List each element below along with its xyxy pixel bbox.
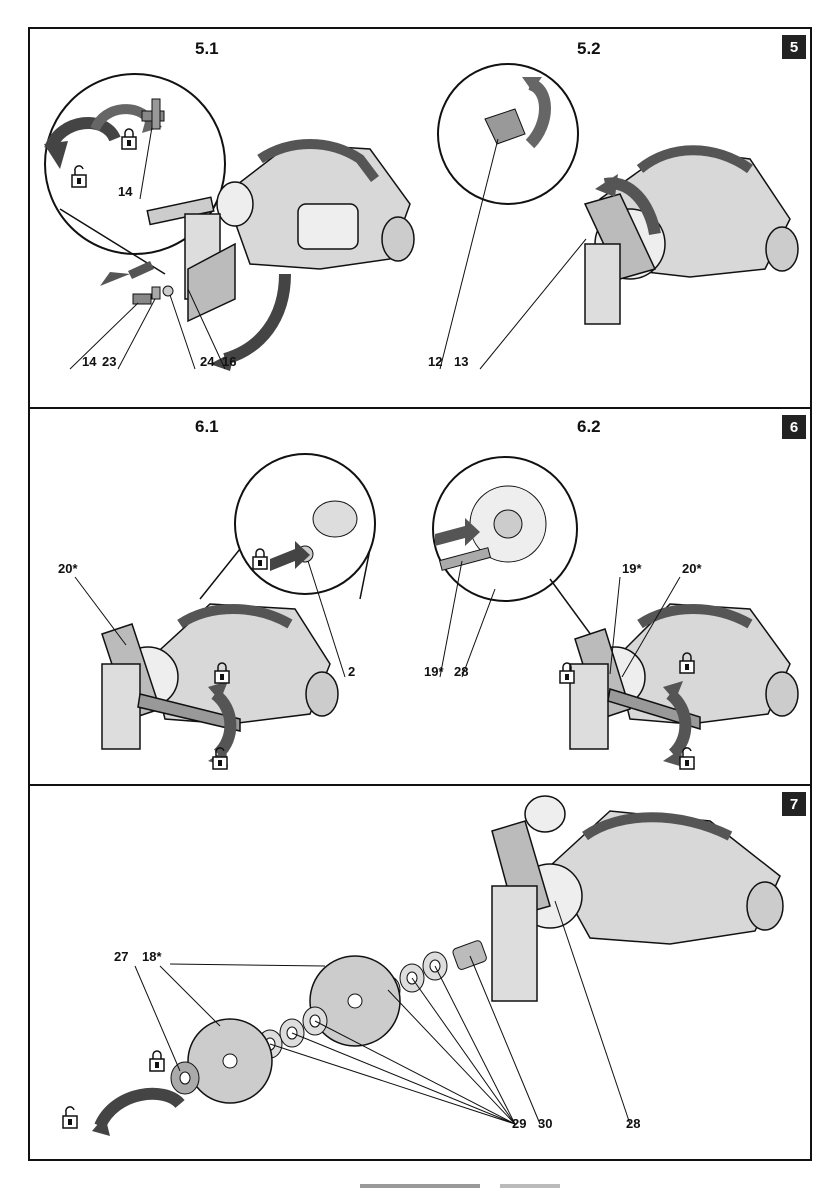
section-5: 5 5.1 5.2	[30, 29, 810, 409]
callout-label: 28	[626, 1116, 640, 1131]
figure-5-illustration	[30, 29, 810, 409]
padlock-locked-icon	[150, 1051, 164, 1071]
section-6: 6 6.1 6.2	[30, 409, 810, 786]
callout-label: 14	[118, 184, 132, 199]
push-arrow-icon	[100, 261, 154, 286]
diamond-blade	[188, 1019, 272, 1103]
callout-label: 2	[348, 664, 355, 679]
callout-label: 12	[428, 354, 442, 369]
callout-label: 19*	[622, 561, 642, 576]
callout-label: 16	[222, 354, 236, 369]
callout-label: 24	[200, 354, 214, 369]
page-frame: 5 5.1 5.2	[28, 27, 812, 1161]
callout-label: 20*	[682, 561, 702, 576]
footer-scan-marks	[360, 1184, 620, 1190]
callout-label: 14	[82, 354, 96, 369]
callout-label: 23	[102, 354, 116, 369]
callout-label: 19*	[424, 664, 444, 679]
tool-body-7	[492, 796, 783, 1001]
rotation-arrow-icon	[670, 694, 685, 754]
rotation-arrow-icon	[100, 1094, 180, 1126]
callout-label: 18*	[142, 949, 162, 964]
figure-7-illustration	[30, 786, 810, 1159]
callout-label: 27	[114, 949, 128, 964]
figure-6-illustration	[30, 409, 810, 786]
padlock-unlocked-icon	[63, 1107, 77, 1128]
callout-label: 30	[538, 1116, 552, 1131]
section-7: 7	[30, 786, 810, 1159]
callout-label: 13	[454, 354, 468, 369]
callout-label: 20*	[58, 561, 78, 576]
callout-label: 29	[512, 1116, 526, 1131]
callout-label: 28	[454, 664, 468, 679]
diamond-blade	[310, 956, 400, 1046]
